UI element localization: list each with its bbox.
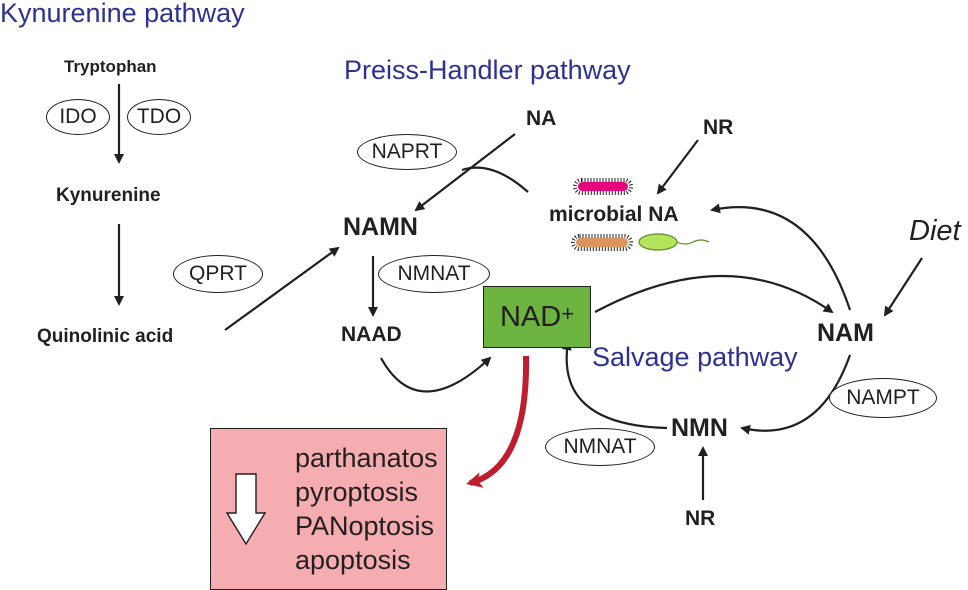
enzyme-nmnat-top: NMNAT [378, 255, 490, 293]
metabolite-kynurenine: Kynurenine [56, 185, 161, 206]
enzyme-tdo: TDO [127, 99, 191, 135]
arrow-nad-outcome [466, 355, 530, 488]
source-diet: Diet [909, 215, 961, 247]
arrow-microbial-na-to-na-route [461, 166, 529, 193]
metabolite-naad: NAAD [341, 323, 402, 346]
metabolite-nam: NAM [817, 319, 874, 347]
preiss-handler-pathway-title: Preiss-Handler pathway [344, 55, 631, 85]
metabolite-quinolinic-acid: Quinolinic acid [37, 326, 174, 347]
arrow-nr-microbial-na [656, 139, 699, 195]
salvage-pathway-title: Salvage pathway [592, 342, 798, 372]
enzyme-nmnat-bottom: NMNAT [545, 428, 655, 466]
metabolite-microbial-na: microbial NA [549, 203, 679, 226]
outcome-item: PANoptosis [295, 511, 435, 541]
outcome-item: apoptosis [295, 545, 411, 575]
metabolite-nmn: NMN [671, 414, 728, 442]
enzyme-naprt: NAPRT [357, 134, 457, 170]
kynurenine-pathway-title: Kynurenine pathway [0, 0, 245, 28]
metabolite-na: NA [526, 107, 557, 130]
arrow-nam-nmn [740, 354, 852, 435]
nad-charge: + [561, 301, 575, 326]
nad-label: NAD [499, 300, 562, 333]
arrow-diet-nam [883, 257, 923, 317]
arrow-naad-nad [380, 356, 492, 393]
arrow-nmn-nad [561, 340, 668, 430]
metabolite-namn: NAMN [343, 213, 418, 241]
microbe-green [638, 233, 710, 251]
arrow-na-namn [414, 133, 516, 212]
enzyme-ido: IDO [46, 99, 110, 135]
cell-death-outcomes-box: parthanatos pyroptosis PANoptosis apopto… [210, 428, 447, 590]
microbe-tan [571, 234, 633, 251]
metabolite-nr-top: NR [703, 116, 734, 139]
down-arrow-icon [226, 473, 266, 545]
outcome-item: parthanatos [295, 443, 438, 473]
arrow-nad-nam [594, 275, 834, 314]
metabolite-nr-bottom: NR [685, 507, 716, 530]
microbe-magenta [573, 178, 633, 195]
nad-plus-box: NAD+ [483, 286, 591, 348]
arrow-quinolinic-namn [224, 246, 340, 331]
metabolite-tryptophan: Tryptophan [64, 57, 157, 76]
arrow-nam-microbial-na [710, 203, 852, 311]
enzyme-qprt: QPRT [173, 255, 263, 293]
outcome-item: pyroptosis [295, 477, 419, 507]
enzyme-nampt: NAMPT [829, 378, 937, 418]
